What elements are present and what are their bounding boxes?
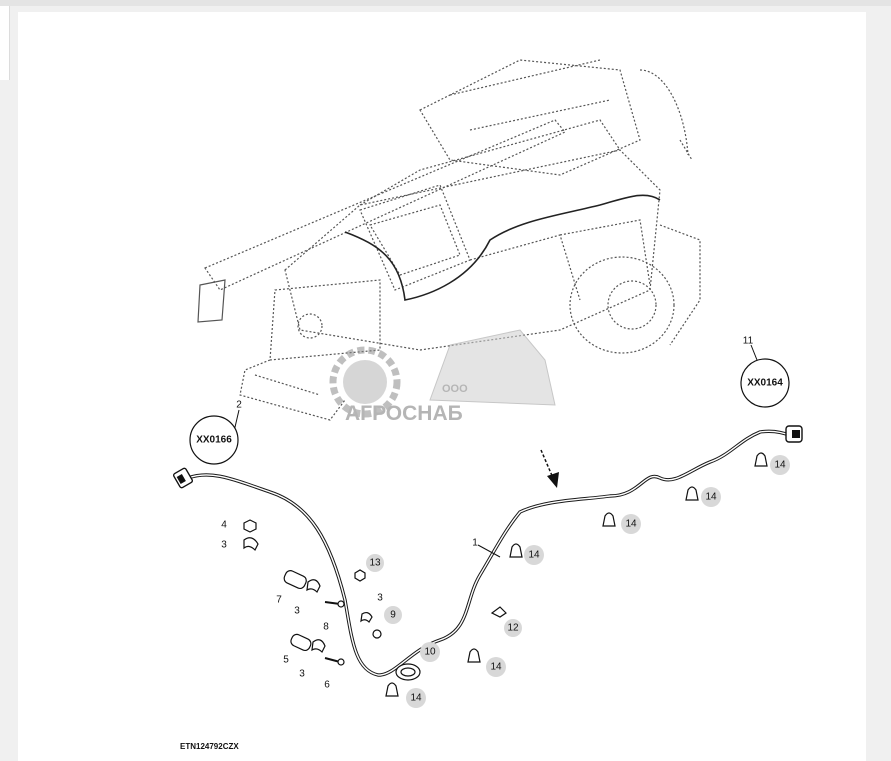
figure-reference: ETN124792CZX <box>180 742 239 751</box>
connector-badge-right: XX0164 <box>740 358 790 408</box>
callout-1: 1 <box>472 538 478 549</box>
callout-number: 9 <box>390 610 396 621</box>
side-panel-tab <box>0 6 10 80</box>
hardware-parts <box>243 519 507 681</box>
harness-main <box>187 429 793 677</box>
connector-left-plug <box>172 467 194 489</box>
callout-12-badge: 12 <box>504 619 522 637</box>
callout-badge-circle <box>504 619 522 637</box>
callout-badge-circle <box>701 487 721 507</box>
callout-6: 6 <box>324 680 330 691</box>
callout-14a-badge: 14 <box>406 688 426 708</box>
connector-badge-left: XX0166 <box>189 415 239 465</box>
callout-number: 11 <box>743 336 754 347</box>
callout-number: 3 <box>377 593 383 604</box>
callout-number: 10 <box>424 647 436 658</box>
watermark-prefix: ООО <box>442 383 468 395</box>
callout-numbers: 1 2 11 4 3 7 3 8 5 3 6 13 3 9 10 12 14 <box>221 336 790 708</box>
callout-badge-circle <box>524 545 544 565</box>
callout-8: 8 <box>323 622 329 633</box>
callout-3d: 3 <box>377 593 383 604</box>
connector-right-plug <box>785 425 803 443</box>
callout-number: 5 <box>283 655 289 666</box>
callout-14d-badge: 14 <box>621 514 641 534</box>
callout-number: 6 <box>324 680 330 691</box>
callout-14c-badge: 14 <box>524 545 544 565</box>
callout-3a: 3 <box>221 540 227 551</box>
connector-label-left: XX0166 <box>196 435 232 446</box>
callout-badge-circle <box>420 642 440 662</box>
arrow-down-icon <box>540 449 559 488</box>
callout-number: 13 <box>369 558 381 569</box>
callout-11: 11 <box>743 336 754 347</box>
diagram-sheet: ООО АГРОСНАБ XX0166 XX0164 <box>18 12 866 761</box>
callout-badge-circle <box>486 657 506 677</box>
callout-4: 4 <box>221 520 227 531</box>
callout-number: 12 <box>507 623 519 634</box>
callout-badge-circle <box>384 606 402 624</box>
callout-14b-badge: 14 <box>486 657 506 677</box>
wiring-harness-diagram: ООО АГРОСНАБ XX0166 XX0164 <box>172 59 803 751</box>
gear-logo-icon <box>329 346 401 418</box>
callout-number: 4 <box>221 520 227 531</box>
callout-7: 7 <box>276 595 282 606</box>
callout-number: 2 <box>236 400 242 411</box>
watermark-brand: АГРОСНАБ <box>345 402 463 425</box>
callout-number: 8 <box>323 622 329 633</box>
callout-badge-circle <box>621 514 641 534</box>
callout-5: 5 <box>283 655 289 666</box>
callout-14f-badge: 14 <box>770 455 790 475</box>
connector-label-right: XX0164 <box>747 378 783 389</box>
callout-number: 7 <box>276 595 282 606</box>
callout-number: 3 <box>221 540 227 551</box>
callout-number: 14 <box>528 550 540 561</box>
callout-14e-badge: 14 <box>701 487 721 507</box>
callout-number: 14 <box>490 662 502 673</box>
agrosnab-watermark: ООО АГРОСНАБ <box>329 329 556 425</box>
callout-number: 14 <box>774 460 786 471</box>
callout-number: 3 <box>299 669 305 680</box>
callout-2: 2 <box>236 400 242 411</box>
callout-3b: 3 <box>294 606 300 617</box>
callout-9-badge: 9 <box>384 606 402 624</box>
machine-harness-route <box>344 194 661 301</box>
callout-badge-circle <box>770 455 790 475</box>
callout-10-badge: 10 <box>420 642 440 662</box>
callout-number: 14 <box>705 492 717 503</box>
callout-3c: 3 <box>299 669 305 680</box>
callout-badge-circle <box>366 554 384 572</box>
callout-13-badge: 13 <box>366 554 384 572</box>
callout-number: 1 <box>472 538 478 549</box>
callout-number: 3 <box>294 606 300 617</box>
window-top-bar <box>0 0 891 6</box>
callout-number: 14 <box>410 693 422 704</box>
combine-harvester-drawing <box>197 59 701 421</box>
callout-number: 14 <box>625 519 637 530</box>
callout-badge-circle <box>406 688 426 708</box>
tie-straps <box>385 452 768 697</box>
